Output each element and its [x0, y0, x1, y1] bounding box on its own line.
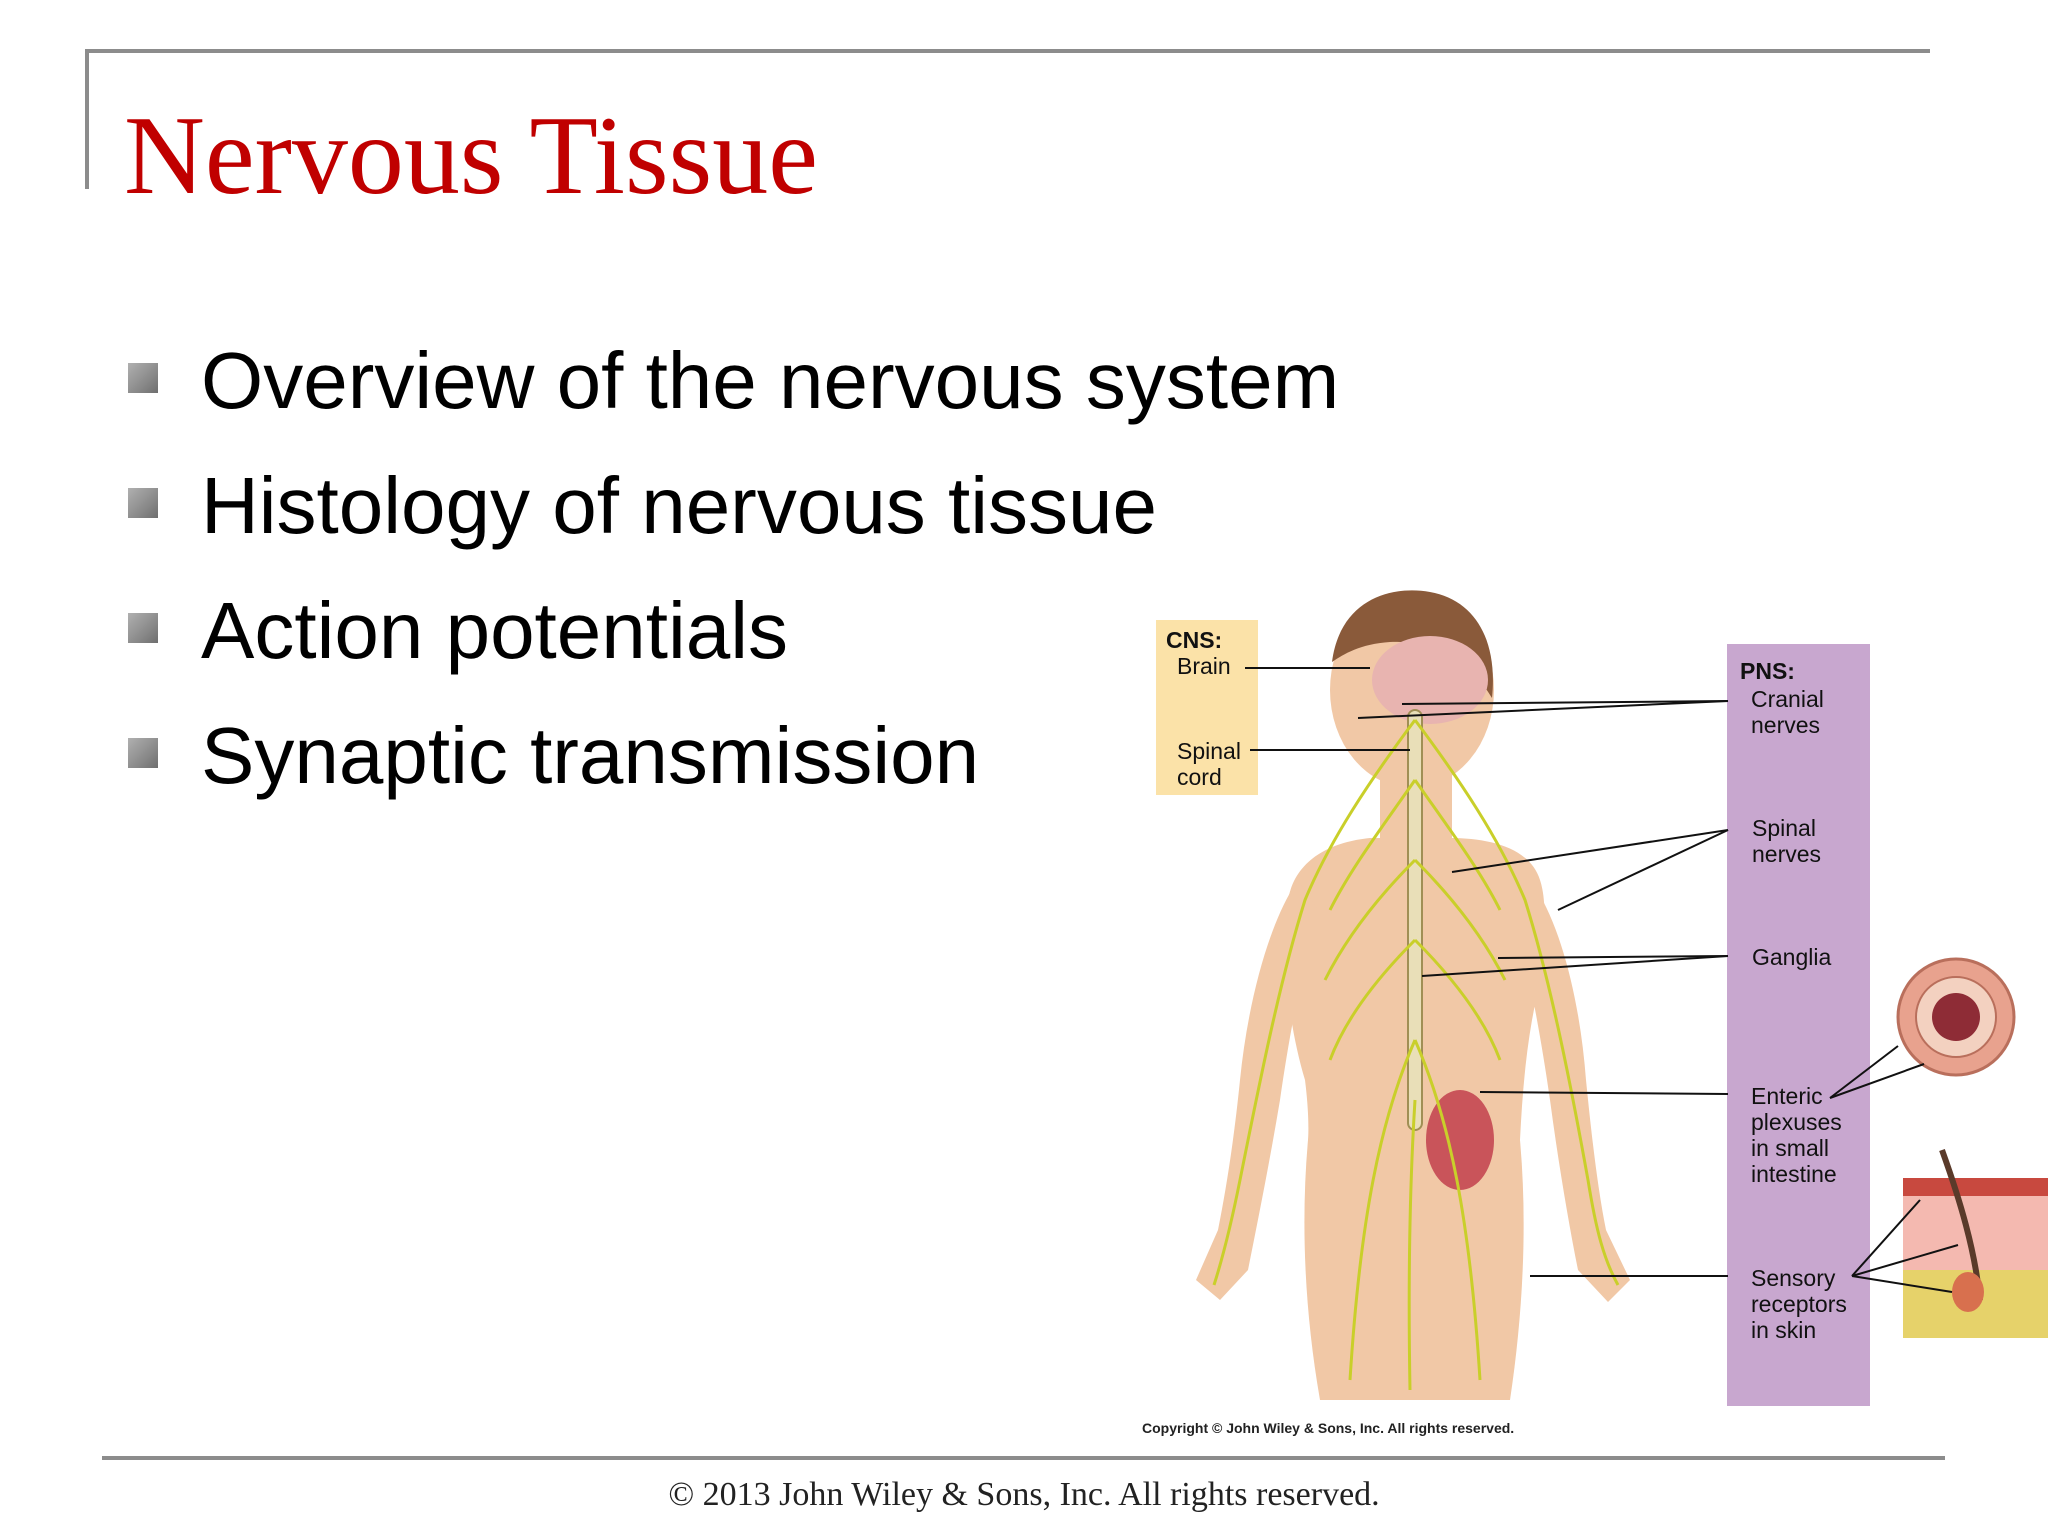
- cns-brain-label: Brain: [1177, 653, 1231, 679]
- nerve-path: [1413, 1039, 1482, 1381]
- bullet-text: Overview of the nervous system: [201, 336, 1340, 425]
- leader-line-cranial: [1357, 700, 1729, 719]
- pns-enteric-label: plexuses: [1751, 1109, 1842, 1135]
- leader-line-ganglia: [1421, 955, 1729, 977]
- leader-line-sensory-inset: [1851, 1244, 1959, 1277]
- leader-line-cranial: [1401, 700, 1729, 705]
- pns-cranial-label: nerves: [1751, 712, 1820, 738]
- pns-spinal-label: nerves: [1752, 841, 1821, 867]
- cns-heading: CNS:: [1166, 627, 1222, 653]
- pns-spinal-label: Spinal: [1752, 815, 1816, 841]
- footer-copyright: © 2013 John Wiley & Sons, Inc. All right…: [668, 1476, 1380, 1513]
- nerve-path: [1212, 719, 1417, 1286]
- sensory-receptor: [1952, 1272, 1984, 1312]
- nerve-path: [1328, 938, 1417, 1061]
- nerves: [1212, 719, 1620, 1391]
- square-bullet-icon: [128, 488, 158, 518]
- square-bullet-icon: [128, 363, 158, 393]
- nerve-path: [1323, 858, 1417, 981]
- pns-panel: [1727, 644, 1870, 1406]
- nerve-path: [1413, 938, 1502, 1061]
- leader-line-spinal-nerves: [1557, 829, 1729, 911]
- pns-heading: PNS:: [1740, 658, 1795, 684]
- pns-sensory-label: Sensory: [1751, 1265, 1836, 1291]
- body-lower: [1304, 1140, 1524, 1400]
- skin-epidermis: [1903, 1178, 2048, 1196]
- leader-line-enteric: [1479, 1091, 1729, 1095]
- bullet-text: Synaptic transmission: [201, 711, 980, 800]
- pns-ganglia-label: Ganglia: [1752, 944, 1831, 970]
- intestine-inset: [1896, 957, 2016, 1077]
- bullet-item: Histology of nervous tissue: [128, 460, 1428, 585]
- nerve-path: [1413, 779, 1502, 911]
- small-intestine: [1426, 1090, 1494, 1190]
- body-hair: [1332, 590, 1493, 698]
- nervous-system-figure: CNS: Brain Spinal cord PNS: Cranial nerv…: [1130, 580, 2048, 1450]
- nerve-path: [1328, 779, 1417, 911]
- bullet-item: Action potentials: [128, 585, 1428, 710]
- slide-title: Nervous Tissue: [124, 94, 818, 218]
- brain: [1372, 636, 1488, 724]
- pns-enteric-label: Enteric: [1751, 1083, 1823, 1109]
- frame-top-rule: [85, 49, 1930, 53]
- pns-enteric-label: intestine: [1751, 1161, 1837, 1187]
- pns-sensory-label: receptors: [1751, 1291, 1847, 1317]
- nerve-path: [1413, 719, 1620, 1286]
- leader-lines: [1245, 667, 1959, 1293]
- nerve-path: [1413, 858, 1507, 981]
- nerve-path: [1407, 1099, 1417, 1391]
- leader-line-sensory-inset: [1851, 1199, 1921, 1277]
- spinal-cord: [1407, 709, 1423, 1131]
- cns-box: [1156, 620, 1258, 795]
- leader-line-ganglia: [1497, 955, 1729, 959]
- leader-line-enteric-inset: [1829, 1045, 1899, 1099]
- cns-spinal-label: Spinal: [1177, 738, 1241, 764]
- nervous-system-illustration: CNS: Brain Spinal cord PNS: Cranial nerv…: [1142, 590, 2048, 1436]
- square-bullet-icon: [128, 613, 158, 643]
- nerve-path: [1348, 1039, 1417, 1381]
- skin-inset: [1903, 1148, 2048, 1338]
- bullet-list: Overview of the nervous system Histology…: [128, 335, 1428, 835]
- leader-line-enteric-inset: [1829, 1063, 1925, 1099]
- footer-rule: [102, 1456, 1945, 1460]
- bullet-text: Action potentials: [201, 586, 789, 675]
- square-bullet-icon: [128, 738, 158, 768]
- bullet-item: Synaptic transmission: [128, 710, 1428, 835]
- cns-cord-label: cord: [1177, 764, 1222, 790]
- bullet-item: Overview of the nervous system: [128, 335, 1428, 460]
- intestine-lumen: [1932, 993, 1980, 1041]
- leader-line-sensory-inset: [1851, 1275, 1953, 1293]
- frame-left-rule: [85, 49, 89, 189]
- pns-enteric-label: in small: [1751, 1135, 1829, 1161]
- pns-sensory-label: in skin: [1751, 1317, 1816, 1343]
- pns-cranial-label: Cranial: [1751, 686, 1824, 712]
- leader-line-spinal-nerves: [1451, 829, 1729, 873]
- figure-copyright: Copyright © John Wiley & Sons, Inc. All …: [1142, 1420, 1514, 1436]
- human-body: [1196, 590, 1630, 1400]
- bullet-text: Histology of nervous tissue: [201, 461, 1158, 550]
